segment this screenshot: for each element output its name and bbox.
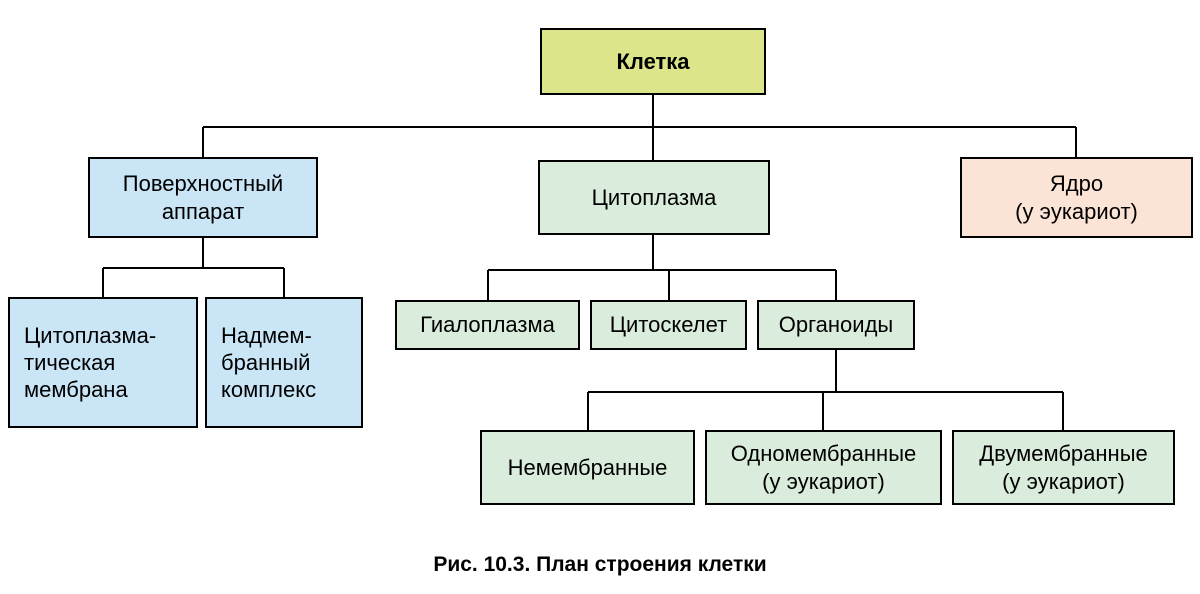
node-cytoplasmic-membrane: Цитоплазма- тическая мембрана	[8, 297, 198, 428]
figure-caption: Рис. 10.3. План строения клетки	[433, 553, 767, 576]
node-single-membrane-organelles: Одномембранные (у эукариот)	[705, 430, 942, 505]
node-double-membrane-organelles: Двумембранные (у эукариот)	[952, 430, 1175, 505]
node-non-membrane-organelles: Немембранные	[480, 430, 695, 505]
node-organelles: Органоиды	[757, 300, 915, 350]
node-cytoplasm: Цитоплазма	[538, 160, 770, 235]
node-supramembrane-complex: Надмем- бранный комплекс	[205, 297, 363, 428]
node-cell: Клетка	[540, 28, 766, 95]
node-surface-apparatus: Поверхностный аппарат	[88, 157, 318, 238]
node-hyaloplasm: Гиалоплазма	[395, 300, 580, 350]
node-cytoskeleton: Цитоскелет	[590, 300, 747, 350]
node-nucleus: Ядро (у эукариот)	[960, 157, 1193, 238]
